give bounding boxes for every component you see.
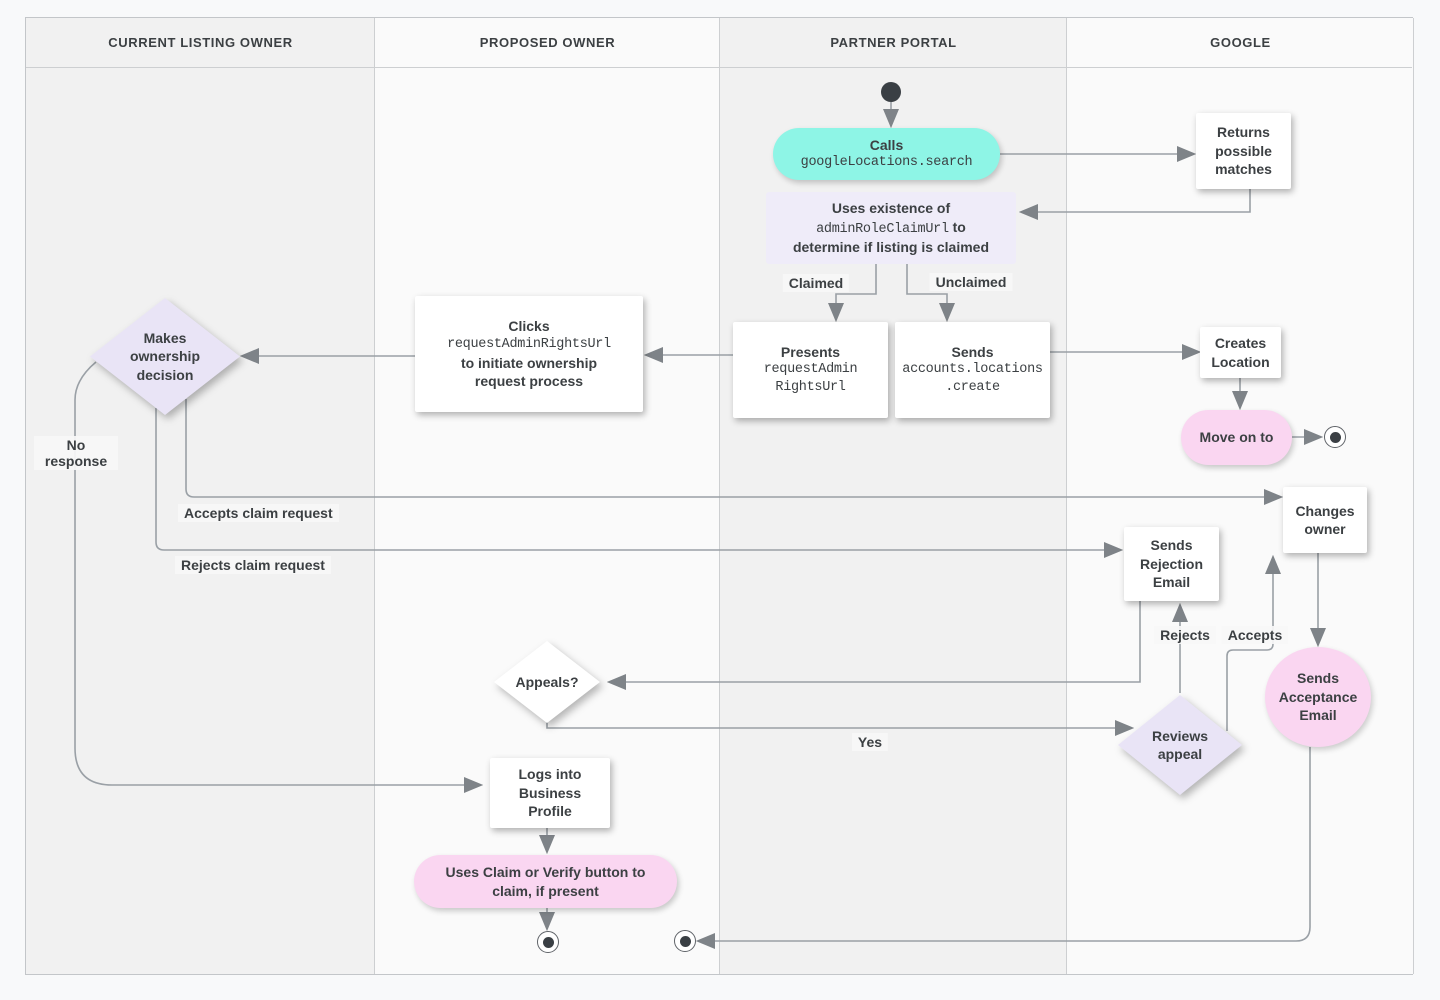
lane-header-proposed-owner: PROPOSED OWNER — [479, 35, 616, 50]
edge-no-response-to-logs-into — [74, 361, 484, 793]
lane-header-current-listing-owner: CURRENT LISTING OWNER — [108, 35, 293, 50]
edge-acceptance-to-end — [695, 747, 1311, 949]
lane-current-listing-owner — [26, 18, 375, 974]
edge-rejects-claim-to-rejection — [155, 408, 1124, 558]
edge-reviews-accepts-to-changes — [1226, 554, 1281, 731]
lane-header-partner-portal: PARTNER PORTAL — [830, 35, 957, 50]
lane-header-google: GOOGLE — [1210, 35, 1271, 50]
edge-claimed-to-presents — [828, 264, 877, 323]
edge-accepts-claim-to-changes — [185, 399, 1284, 505]
edge-appeals-yes-to-reviews — [546, 716, 1135, 736]
edge-unclaimed-to-sends-create — [906, 264, 955, 323]
edge-returns-to-uses-existence — [1018, 189, 1251, 220]
lane-header-row: CURRENT LISTING OWNER PROPOSED OWNER PAR… — [26, 18, 1412, 68]
edge-rejection-to-appeals — [606, 601, 1141, 690]
